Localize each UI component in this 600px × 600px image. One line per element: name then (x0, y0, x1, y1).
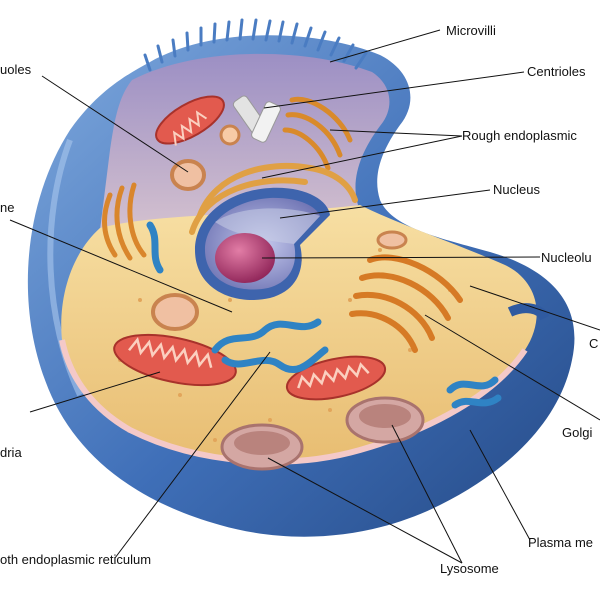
golgi-apparatus (349, 254, 463, 353)
label-nucleus: Nucleus (493, 182, 540, 197)
label-mitochondria: dria (0, 445, 22, 460)
mitochondrion-top (155, 95, 225, 146)
leader-lines (9, 29, 600, 564)
cell-back-wall (100, 53, 390, 235)
label-nucleolus: Nucleolu (541, 250, 592, 265)
lysosomes (151, 230, 425, 471)
rough-er-nuclear (189, 162, 358, 235)
label-microvilli: Microvilli (446, 23, 496, 38)
label-membrane-left: ne (0, 200, 14, 215)
rough-er-top (282, 96, 353, 171)
microvilli (143, 18, 368, 72)
golgi-left (102, 182, 147, 261)
label-lysosome: Lysosome (440, 561, 499, 576)
label-cytoplasm: C (589, 336, 598, 351)
nucleus (195, 187, 330, 300)
centrioles (232, 95, 281, 143)
smooth-er (146, 221, 502, 409)
cytoplasm (61, 205, 537, 462)
label-smooth-er: oth endoplasmic reticulum (0, 552, 151, 567)
label-centrioles: Centrioles (527, 64, 586, 79)
label-vacuoles: uoles (0, 62, 32, 77)
small-vesicle (219, 124, 241, 146)
vacuole (170, 159, 206, 191)
label-rough-er: Rough endoplasmic (462, 128, 577, 143)
label-plasma-membrane: Plasma me (528, 535, 593, 550)
label-golgi: Golgi (562, 425, 592, 440)
mitochondrion-right (285, 355, 387, 401)
mitochondrion-left (113, 333, 237, 387)
nucleolus (215, 233, 275, 283)
